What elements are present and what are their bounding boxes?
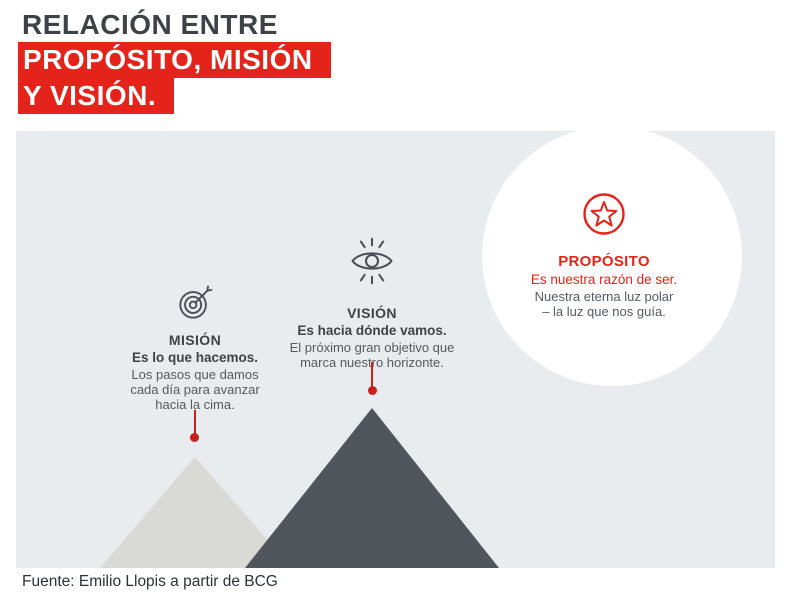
mountains-graphic	[100, 408, 499, 568]
proposito-halo-circle	[482, 126, 742, 386]
proposito-subtitle: Es nuestra razón de ser.	[530, 272, 678, 287]
vision-block: VISIÓN Es hacia dónde vamos. El próximo …	[282, 236, 462, 370]
title-line-3: Y VISIÓN.	[18, 78, 175, 114]
vision-connector-line	[371, 362, 373, 387]
proposito-title: PROPÓSITO	[558, 253, 650, 270]
mision-block: MISIÓN Es lo que hacemos. Los pasos que …	[105, 285, 285, 412]
vision-title: VISIÓN	[347, 305, 397, 321]
mision-connector-line	[194, 410, 196, 435]
target-icon	[179, 285, 213, 319]
mision-subtitle: Es lo que hacemos.	[131, 350, 259, 365]
proposito-description: Nuestra eterna luz polar – la luz que no…	[534, 289, 674, 319]
title-line-2: PROPÓSITO, MISIÓN	[18, 42, 331, 78]
source-credit: Fuente: Emilio Llopis a partir de BCG	[22, 573, 278, 590]
proposito-block: PROPÓSITO Es nuestra razón de ser. Nuest…	[514, 192, 694, 319]
eye-icon	[351, 237, 393, 285]
vision-description: El próximo gran objetivo que marca nuest…	[289, 340, 455, 370]
small-mountain	[100, 457, 292, 568]
mision-connector-dot	[190, 433, 199, 442]
title-line-1: RELACIÓN ENTRE	[22, 9, 278, 40]
vision-connector-dot	[368, 386, 377, 395]
star-badge-icon	[583, 193, 625, 235]
mision-title: MISIÓN	[168, 332, 222, 348]
vision-subtitle: Es hacia dónde vamos.	[297, 323, 447, 338]
mision-description: Los pasos que damos cada día para avanza…	[130, 367, 260, 412]
page-title: RELACIÓN ENTRE PROPÓSITO, MISIÓN Y VISIÓ…	[18, 8, 331, 114]
large-mountain	[245, 408, 499, 568]
